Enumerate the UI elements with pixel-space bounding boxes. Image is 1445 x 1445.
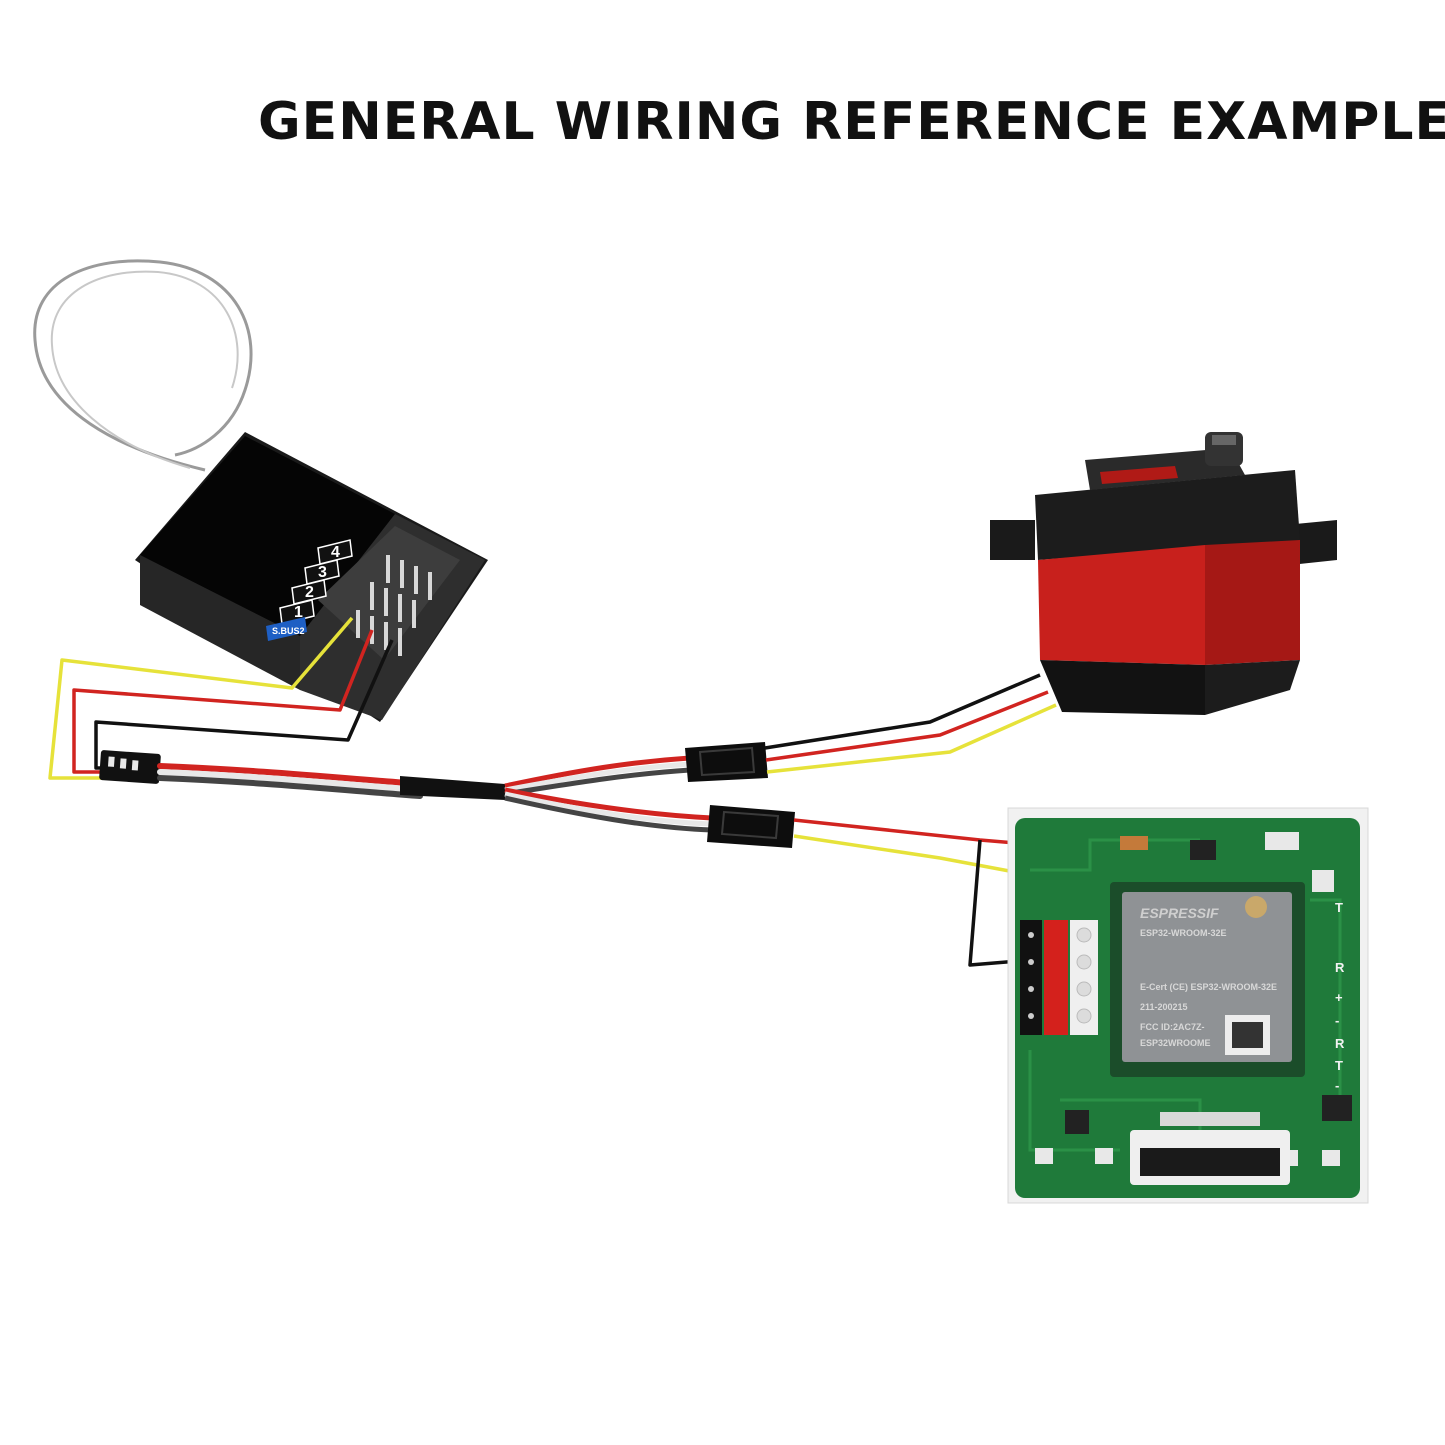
module-model: ESP32-WROOM-32E <box>1140 928 1227 938</box>
module-line-2: 211-200215 <box>1140 1002 1188 1012</box>
channel-label-3-text: 3 <box>318 564 327 581</box>
servo-ground-wire <box>764 673 1041 750</box>
channel-label-1: 1 <box>279 599 315 625</box>
channel-label-1-text: 1 <box>294 604 303 621</box>
servo-branch-connector <box>685 742 768 782</box>
controller-board: ESPRESSIF ESP32-WROOM-32E E-Cert (CE) ES… <box>1007 807 1369 1204</box>
edge-mark-3: + <box>1335 990 1343 1005</box>
diagram-title: GENERAL WIRING REFERENCE EXAMPLE <box>258 92 1445 152</box>
receiver-antenna <box>33 259 253 472</box>
channel-label-3: 3 <box>304 559 340 585</box>
module-line-4: ESP32WROOME <box>1140 1038 1211 1048</box>
servo-signal-wire <box>766 703 1057 774</box>
edge-mark-2: R <box>1335 960 1345 975</box>
board-servo-headers <box>1020 920 1098 1035</box>
channel-label-2: 2 <box>291 579 327 605</box>
module-line-1: E-Cert (CE) ESP32-WROOM-32E <box>1140 982 1277 992</box>
y-cable-heatshrink <box>400 776 505 800</box>
y-cable-trunk <box>157 763 423 799</box>
power-wire-receiver <box>72 629 374 774</box>
edge-mark-4: - <box>1335 1013 1339 1028</box>
edge-mark-5: R <box>1335 1036 1345 1051</box>
channel-label-4-text: 4 <box>331 544 340 561</box>
y-cable-branch-servo <box>504 755 691 797</box>
edge-mark-6: T <box>1335 1058 1343 1073</box>
sbus-label: S.BUS2 <box>266 617 307 641</box>
esp32-module: ESPRESSIF ESP32-WROOM-32E E-Cert (CE) ES… <box>1110 882 1305 1077</box>
channel-label-2-text: 2 <box>305 584 314 601</box>
edge-mark-1: T <box>1335 900 1343 915</box>
sbus-label-text: S.BUS2 <box>272 626 305 636</box>
ribbon-connector <box>1130 1112 1290 1185</box>
signal-wire-receiver <box>48 616 354 780</box>
servo-power-wire <box>765 690 1049 762</box>
servo-wires <box>764 673 1057 774</box>
servo <box>990 432 1337 715</box>
board-branch-connector <box>707 805 795 848</box>
receiver: 4 3 2 1 S.BUS2 <box>135 432 488 722</box>
module-line-3: FCC ID:2AC7Z- <box>1140 1022 1205 1032</box>
channel-label-4: 4 <box>317 539 353 565</box>
y-cable-branch-board <box>504 787 713 833</box>
receiver-servo-plug <box>99 750 161 784</box>
edge-mark-7: - <box>1335 1078 1339 1093</box>
board-edge-marks: T R + - R T - <box>1335 900 1345 1093</box>
module-brand: ESPRESSIF <box>1140 905 1219 921</box>
board-power-wire <box>793 818 1046 931</box>
